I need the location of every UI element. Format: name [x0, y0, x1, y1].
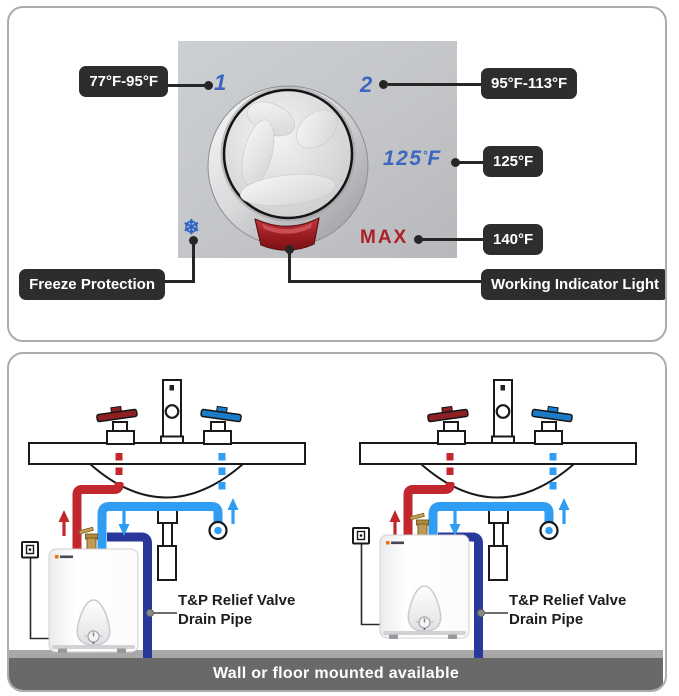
tp-drain-pipe	[107, 532, 152, 658]
water-heater	[379, 534, 470, 639]
flow-arrow-cold-up	[558, 498, 570, 524]
flow-arrow-cold-down	[118, 510, 130, 536]
cold-supply-dashes	[218, 453, 226, 490]
callout-line-1	[166, 84, 208, 87]
dial-setting-max: MAX	[360, 227, 409, 248]
callout-line-indicator-v	[288, 253, 291, 283]
water-heater	[48, 548, 139, 653]
label-temp-125: 125°F	[483, 146, 544, 177]
cold-supply-dashes	[549, 453, 557, 490]
tp-relief-valve	[409, 512, 429, 537]
working-indicator-light	[254, 217, 320, 251]
faucet	[491, 379, 515, 444]
p-trap-drain	[488, 506, 509, 581]
label-working-indicator: Working Indicator Light	[481, 269, 665, 300]
callout-line-freeze-v	[192, 244, 195, 283]
callout-line-freeze-h	[163, 280, 195, 283]
dial-photo-panel: ❄	[178, 41, 457, 258]
tp-relief-valve-label: T&P Relief Valve Drain Pipe	[509, 592, 627, 628]
label-temp-140: 140°F	[483, 224, 544, 255]
hot-pipe	[72, 483, 124, 550]
tp-label-pointer	[146, 609, 177, 617]
callout-dot-1	[204, 81, 213, 90]
callout-dot-max	[414, 235, 423, 244]
sink-bowl	[89, 463, 244, 499]
dial-knob	[207, 85, 369, 247]
dial-setting-2: 2	[360, 72, 374, 97]
sink-counter	[28, 442, 306, 465]
flow-arrow-hot-up	[58, 510, 70, 536]
power-outlet	[21, 541, 49, 640]
dial-setting-125: 125°F	[383, 147, 442, 170]
sink-bowl	[420, 463, 575, 499]
label-range-2: 95°F-113°F	[481, 68, 578, 99]
cold-pipe	[97, 502, 223, 550]
label-range-1: 77°F-95°F	[79, 66, 168, 97]
cold-handle	[200, 405, 242, 445]
heater-control-cover	[76, 599, 111, 646]
heater-group	[21, 526, 139, 653]
heater-control-cover	[407, 585, 442, 632]
hot-handle	[96, 405, 138, 445]
callout-dot-freeze	[189, 236, 198, 245]
callout-dot-2	[379, 80, 388, 89]
cold-handle	[531, 405, 573, 445]
freeze-snowflake-icon: ❄	[183, 217, 200, 239]
installation-panel: Wall or floor mounted available	[7, 352, 667, 692]
floor-strip	[9, 650, 663, 658]
hot-handle	[427, 405, 469, 445]
label-freeze-protection: Freeze Protection	[19, 269, 165, 300]
drain-tailpiece-ring	[539, 520, 559, 541]
callout-dot-125	[451, 158, 460, 167]
tp-relief-valve-label: T&P Relief Valve Drain Pipe	[178, 592, 296, 628]
flow-arrow-cold-down	[449, 510, 461, 536]
flow-arrow-cold-up	[227, 498, 239, 524]
callout-line-max	[422, 238, 483, 241]
flow-arrow-hot-up	[389, 510, 401, 536]
sink-counter	[359, 442, 637, 465]
tp-label-pointer	[477, 609, 508, 617]
dial-setting-1: 1	[214, 70, 228, 95]
floor-mounted-diagram	[21, 379, 306, 658]
callout-line-indicator-h	[288, 280, 481, 283]
hot-pipe	[403, 483, 455, 550]
banner: Wall or floor mounted available	[9, 658, 663, 690]
callout-dot-indicator	[285, 245, 294, 254]
p-trap-drain	[157, 506, 178, 581]
tp-drain-pipe	[438, 532, 483, 658]
tp-relief-valve	[78, 526, 98, 551]
heater-group	[352, 512, 470, 639]
callout-line-125	[459, 161, 483, 164]
brand-logo	[386, 541, 404, 545]
wall-mounted-diagram	[352, 379, 637, 658]
callout-line-2	[388, 83, 481, 86]
brand-logo	[55, 555, 73, 559]
temperature-dial	[207, 85, 369, 251]
power-outlet	[352, 527, 380, 626]
faucet	[160, 379, 184, 444]
drain-tailpiece-ring	[208, 520, 228, 541]
thermostat-panel: ❄ 1 2 125°F MAX 77°F-95°F 95°F-113°F 125…	[7, 6, 667, 342]
cold-pipe	[428, 502, 554, 550]
